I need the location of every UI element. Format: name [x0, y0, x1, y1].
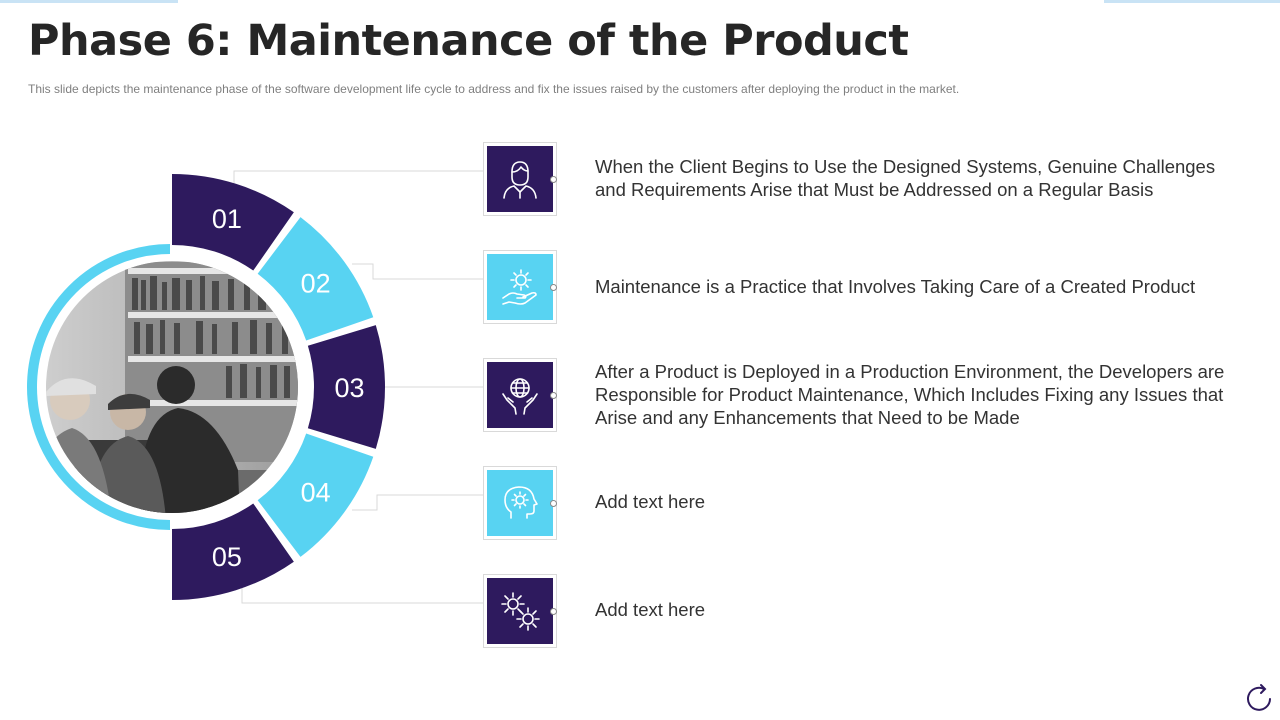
- segment-number-02: 02: [301, 269, 331, 299]
- gear-in-hand-icon: [502, 269, 537, 305]
- segment-number-01: 01: [212, 204, 242, 234]
- step-03-text: After a Product is Deployed in a Product…: [595, 361, 1225, 428]
- step-02-text: Maintenance is a Practice that Involves …: [595, 276, 1196, 297]
- person-right: [140, 366, 240, 513]
- photo-ring: [27, 244, 171, 530]
- step-03-icon-box: [483, 358, 557, 432]
- person-icon: [503, 161, 537, 199]
- connector-dot: [550, 608, 557, 615]
- page-title: Phase 6: Maintenance of the Product: [28, 16, 909, 66]
- segment-05: [172, 503, 294, 600]
- connectors: [233, 170, 483, 604]
- gears-icon: [501, 592, 540, 631]
- connector-dot: [550, 500, 557, 507]
- connector-05: [241, 588, 483, 604]
- step-04-icon-box: [483, 466, 557, 540]
- connector-dot: [550, 284, 557, 291]
- connector-04: [352, 494, 483, 511]
- phase-segments: 01 02 03 04 05: [172, 174, 386, 600]
- step-02-icon-box: [483, 250, 557, 324]
- head-gear-icon: [504, 486, 538, 519]
- globe-in-hands-icon: [502, 378, 538, 415]
- refresh-icon[interactable]: [1242, 682, 1276, 716]
- segment-03: [307, 325, 386, 449]
- step-05-text: Add text here: [595, 599, 706, 620]
- segment-number-04: 04: [301, 477, 331, 507]
- segment-number-05: 05: [212, 542, 242, 572]
- page-subtitle: This slide depicts the maintenance phase…: [28, 82, 960, 96]
- top-accent-line-left: [0, 0, 178, 3]
- segment-01: [172, 174, 294, 271]
- connector-dot: [550, 392, 557, 399]
- top-accent-line-right: [1104, 0, 1280, 3]
- segment-number-03: 03: [334, 373, 364, 403]
- segment-02: [257, 217, 374, 341]
- step-04-text: Add text here: [595, 491, 706, 512]
- step-01-icon-box: [483, 142, 557, 216]
- step-01-text: When the Client Begins to Use the Design…: [595, 156, 1216, 200]
- connector-01: [233, 170, 483, 189]
- connector-dot: [550, 176, 557, 183]
- connector-02: [352, 263, 483, 280]
- segment-04: [257, 433, 374, 557]
- person-middle: [90, 393, 166, 513]
- step-05-icon-box: [483, 574, 557, 648]
